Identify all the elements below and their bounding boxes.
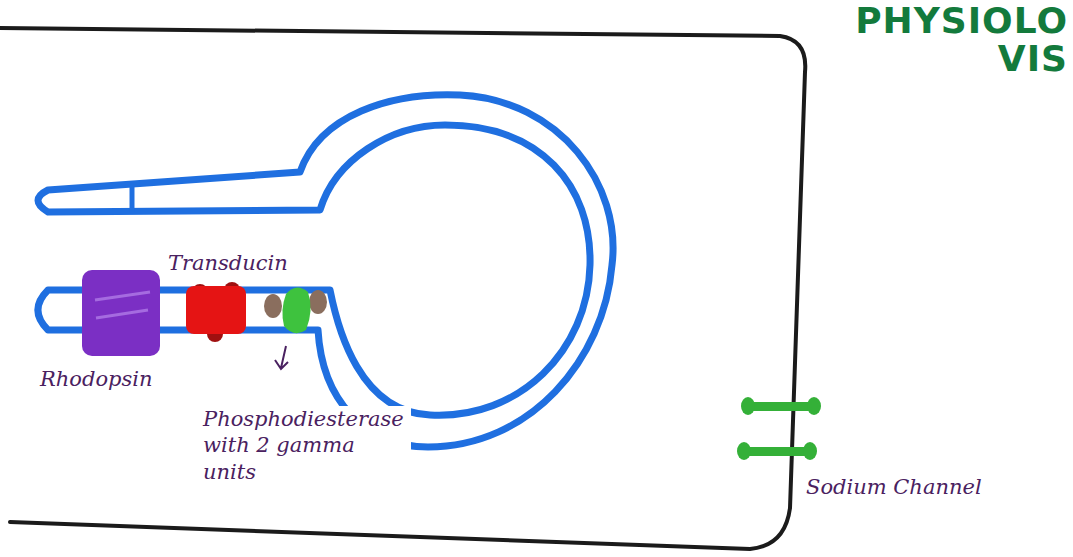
- sodium-channel-symbol: [737, 397, 821, 460]
- part-label: Phosphodiesterase with 2 gamma units: [200, 406, 411, 485]
- part-label: Sodium Channel: [806, 474, 982, 500]
- stalk-step: [130, 186, 135, 212]
- part-label: Rhodopsin: [40, 366, 153, 392]
- phosphodiesterase-protein: [282, 287, 310, 333]
- diagram-title: PHYSIOLO VIS: [855, 2, 1068, 78]
- disc-membrane: [38, 95, 613, 447]
- transducin-protein: [186, 286, 246, 334]
- rhodopsin-shading: [95, 292, 150, 318]
- gamma-unit: [309, 290, 327, 314]
- gamma-unit: [264, 294, 282, 318]
- part-label: Transducin: [168, 250, 288, 276]
- leader-arrow: [275, 346, 288, 369]
- rhodopsin-protein: [82, 270, 160, 356]
- cell-membrane: [0, 28, 805, 549]
